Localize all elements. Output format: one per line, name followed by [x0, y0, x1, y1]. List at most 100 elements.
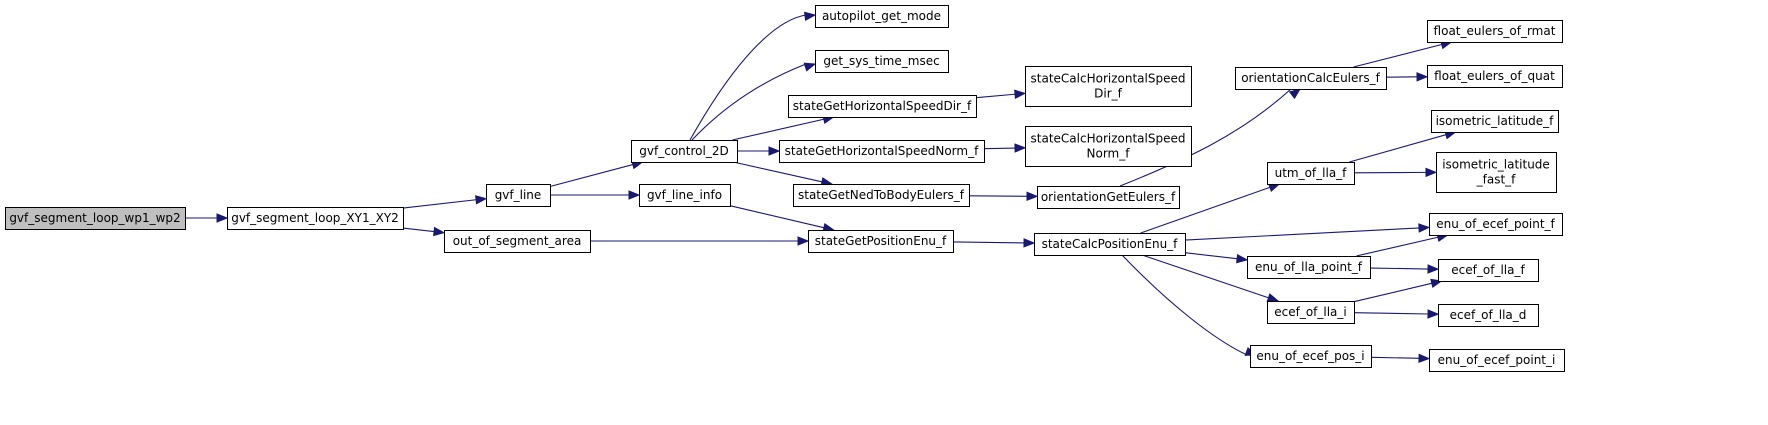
node-label: ecef_of_lla_i — [1274, 305, 1347, 319]
node-stateCalcPositionEnu_f[interactable]: stateCalcPositionEnu_f — [1034, 233, 1186, 256]
edge-stateCalcPositionEnu_f-to-enu_of_lla_point_f — [1184, 252, 1249, 264]
node-enu_of_ecef_point_i[interactable]: enu_of_ecef_point_i — [1429, 349, 1565, 372]
edge-line — [1184, 227, 1421, 241]
node-label: enu_of_ecef_point_i — [1438, 353, 1556, 367]
edge-line — [689, 14, 807, 141]
node-label: Norm_f — [1087, 147, 1131, 161]
edge-gvf_segment_loop_XY1_XY2-to-out_of_segment_area — [402, 226, 446, 237]
edge-line — [1140, 186, 1272, 234]
node-box — [1025, 126, 1192, 167]
edge-stateGetPositionEnu_f-to-stateCalcPositionEnu_f — [952, 238, 1036, 248]
node-box — [486, 184, 551, 207]
edge-line — [1119, 88, 1292, 187]
edge-gvf_control_2D-to-stateGetHorizontalSpeedNorm_f — [737, 146, 781, 156]
node-box — [5, 207, 186, 230]
edge-line — [549, 163, 634, 188]
node-label: utm_of_lla_f — [1275, 166, 1348, 180]
edge-gvf_control_2D-to-stateGetNedToBodyEulers_f — [733, 161, 834, 187]
node-box — [1427, 20, 1563, 43]
node-float_eulers_of_rmat[interactable]: float_eulers_of_rmat — [1427, 20, 1563, 43]
node-label: _fast_f — [1476, 173, 1517, 187]
node-enu_of_ecef_pos_i[interactable]: enu_of_ecef_pos_i — [1250, 345, 1372, 368]
node-stateGetPositionEnu_f[interactable]: stateGetPositionEnu_f — [808, 230, 954, 253]
node-autopilot_get_mode[interactable]: autopilot_get_mode — [815, 5, 949, 28]
node-label: get_sys_time_msec — [823, 54, 939, 68]
arrowhead — [1026, 191, 1039, 202]
node-box — [788, 95, 977, 118]
edge-line — [1349, 133, 1448, 163]
edge-stateCalcPositionEnu_f-to-ecef_of_lla_i — [1141, 254, 1280, 303]
edge-stateCalcPositionEnu_f-to-enu_of_ecef_point_f — [1184, 223, 1431, 241]
node-box — [793, 184, 970, 207]
arrowhead — [1416, 72, 1429, 82]
node-box — [1267, 162, 1355, 185]
node-out_of_segment_area[interactable]: out_of_segment_area — [444, 230, 591, 253]
node-box — [1034, 233, 1186, 256]
node-float_eulers_of_quat[interactable]: float_eulers_of_quat — [1427, 65, 1563, 88]
edge-line — [1353, 43, 1443, 68]
node-label: isometric_latitude — [1442, 158, 1550, 172]
arrowhead — [475, 195, 488, 205]
arrowhead — [1236, 253, 1249, 264]
node-label: stateCalcHorizontalSpeed — [1031, 72, 1186, 86]
node-isometric_latitude_f[interactable]: isometric_latitude_f — [1431, 110, 1559, 133]
edge-line — [983, 147, 1017, 150]
node-orientationGetEulers_f[interactable]: orientationGetEulers_f — [1037, 186, 1180, 209]
edge-orientationCalcEulers_f-to-float_eulers_of_rmat — [1353, 40, 1453, 68]
node-label: ecef_of_lla_f — [1451, 263, 1525, 277]
node-box — [815, 50, 949, 73]
node-enu_of_ecef_point_f[interactable]: enu_of_ecef_point_f — [1429, 213, 1563, 236]
node-gvf_segment_loop_wp1_wp2[interactable]: gvf_segment_loop_wp1_wp2 — [5, 207, 186, 230]
node-label: isometric_latitude_f — [1436, 114, 1555, 128]
node-box — [1250, 345, 1372, 368]
node-orientationCalcEulers_f[interactable]: orientationCalcEulers_f — [1235, 67, 1387, 90]
node-box — [808, 230, 954, 253]
node-ecef_of_lla_d[interactable]: ecef_of_lla_d — [1438, 304, 1539, 327]
node-label: gvf_control_2D — [639, 144, 728, 158]
arrowhead — [803, 62, 817, 72]
edge-line — [1121, 254, 1248, 356]
node-stateGetHorizontalSpeedDir_f[interactable]: stateGetHorizontalSpeedDir_f — [788, 95, 977, 118]
node-box — [815, 5, 949, 28]
node-stateGetNedToBodyEulers_f[interactable]: stateGetNedToBodyEulers_f — [793, 184, 970, 207]
edge-line — [732, 118, 825, 141]
node-get_sys_time_msec[interactable]: get_sys_time_msec — [815, 50, 949, 73]
arrowhead — [1418, 223, 1431, 233]
edge-utm_of_lla_f-to-isometric_latitude_fast_f — [1353, 167, 1438, 178]
node-gvf_segment_loop_XY1_XY2[interactable]: gvf_segment_loop_XY1_XY2 — [227, 207, 404, 230]
node-label: gvf_line — [495, 188, 542, 202]
edge-enu_of_ecef_pos_i-to-enu_of_ecef_point_i — [1370, 353, 1431, 364]
node-stateGetHorizontalSpeedNorm_f[interactable]: stateGetHorizontalSpeedNorm_f — [779, 140, 985, 163]
node-enu_of_lla_point_f[interactable]: enu_of_lla_point_f — [1247, 256, 1371, 279]
edge-line — [968, 195, 1029, 197]
edge-line — [1356, 236, 1440, 257]
node-gvf_line_info[interactable]: gvf_line_info — [639, 184, 731, 207]
node-isometric_latitude_fast_f[interactable]: isometric_latitude_fast_f — [1436, 152, 1557, 193]
node-box — [1436, 152, 1557, 193]
edge-enu_of_lla_point_f-to-enu_of_ecef_point_f — [1356, 232, 1449, 257]
edge-line — [1141, 254, 1270, 299]
node-ecef_of_lla_f[interactable]: ecef_of_lla_f — [1438, 259, 1539, 282]
node-utm_of_lla_f[interactable]: utm_of_lla_f — [1267, 162, 1355, 185]
arrowhead — [1425, 167, 1438, 178]
edge-ecef_of_lla_i-to-ecef_of_lla_d — [1353, 309, 1440, 319]
edge-line — [402, 227, 436, 233]
edge-line — [729, 205, 825, 229]
node-gvf_control_2D[interactable]: gvf_control_2D — [631, 140, 738, 163]
edge-gvf_control_2D-to-get_sys_time_msec — [691, 62, 817, 141]
edge-gvf_segment_loop_wp1_wp2-to-gvf_segment_loop_XY1_XY2 — [185, 213, 229, 223]
node-gvf_line[interactable]: gvf_line — [486, 184, 551, 207]
node-label: stateCalcHorizontalSpeed — [1031, 132, 1186, 146]
node-label: gvf_segment_loop_XY1_XY2 — [231, 211, 399, 225]
node-box — [1429, 213, 1563, 236]
edge-gvf_segment_loop_XY1_XY2-to-gvf_line — [402, 195, 488, 209]
node-label: orientationGetEulers_f — [1041, 190, 1176, 204]
node-box — [1431, 110, 1559, 133]
node-box — [1037, 186, 1180, 209]
node-label: Dir_f — [1094, 87, 1123, 101]
edge-line — [733, 161, 824, 183]
node-ecef_of_lla_i[interactable]: ecef_of_lla_i — [1267, 301, 1355, 324]
node-box — [1235, 67, 1387, 90]
